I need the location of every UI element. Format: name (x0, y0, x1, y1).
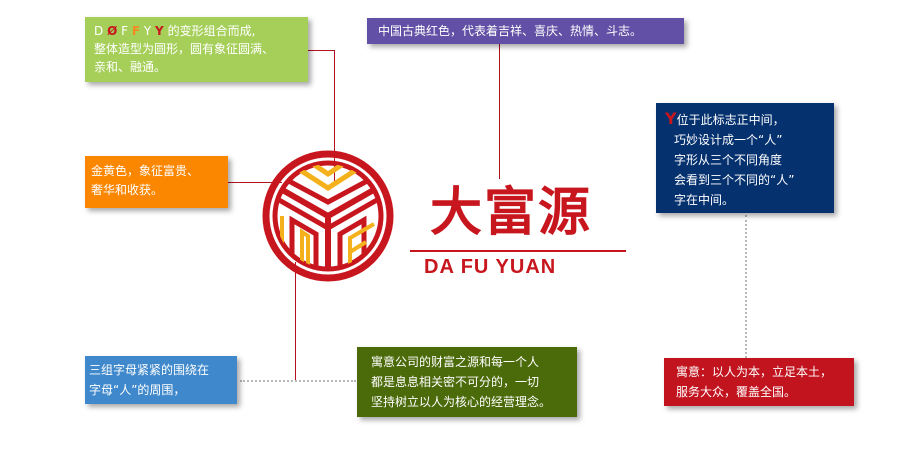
people-first-line-1: 寓意：以人为本，立足本土， (676, 365, 833, 379)
dotted-connector-bottom (240, 380, 356, 382)
brand-divider (410, 250, 626, 252)
letters-line: D Ø F F Y Y 的变形组合而成, (94, 24, 256, 38)
callout-red-meaning: 中国古典红色，代表着吉祥、喜庆、热情、斗志。 (367, 18, 684, 44)
person-line-2: 巧妙设计成一个“人” (674, 133, 783, 147)
emblem-icon (262, 150, 394, 282)
person-line-4: 会看到三个不同的“人” (674, 173, 795, 187)
connector-gold-h (228, 182, 282, 183)
wealth-line-2: 都是息息相关密不可分的，一切 (371, 375, 540, 389)
wealth-line-3: 坚持树立以人为核心的经营理念。 (371, 395, 552, 409)
callout-surround-meaning: 三组字母紧紧的围绕在 字母“人”的周围， (85, 356, 237, 404)
gold-meaning-line-2: 奢华和收获。 (91, 183, 164, 197)
letter-glyphs: D Ø F F Y Y (94, 24, 164, 38)
logo-emblem (262, 150, 394, 282)
letters-line-2: 整体造型为圆形，圆有象征圆满、 (94, 42, 275, 56)
wealth-line-1: 寓意公司的财富之源和每一个人 (371, 355, 540, 369)
connector-letters-v (334, 50, 335, 185)
person-line-1: Y位于此标志正中间， (665, 109, 785, 128)
callout-people-first: 寓意：以人为本，立足本土， 服务大众，覆盖全国。 (664, 358, 854, 406)
y-letter-icon: Y (665, 109, 677, 128)
connector-letters-h (308, 50, 334, 51)
person-line-5: 字在中间。 (674, 193, 735, 207)
callout-person-meaning: Y位于此标志正中间， 巧妙设计成一个“人” 字形从三个不同角度 会看到三个不同的… (656, 103, 834, 213)
brand-name-english: DA FU YUAN (424, 256, 557, 278)
callout-letters: D Ø F F Y Y 的变形组合而成, 整体造型为圆形，圆有象征圆满、 亲和、… (85, 17, 308, 82)
callout-wealth-meaning: 寓意公司的财富之源和每一个人 都是息息相关密不可分的，一切 坚持树立以人为核心的… (357, 347, 577, 417)
person-line-3: 字形从三个不同角度 (674, 153, 783, 167)
surround-line-2: 字母“人”的周围， (89, 383, 186, 397)
surround-line-1: 三组字母紧紧的围绕在 (89, 363, 210, 377)
people-first-line-2: 服务大众，覆盖全国。 (676, 385, 797, 399)
brand-name-chinese: 大富源 (430, 183, 593, 243)
callout-gold-meaning: 金黄色，象征富贵、 奢华和收获。 (85, 156, 228, 208)
letters-line-3: 亲和、融通。 (94, 60, 167, 74)
connector-red-v (499, 44, 500, 179)
gold-meaning-line-1: 金黄色，象征富贵、 (91, 164, 200, 178)
red-meaning-text: 中国古典红色，代表着吉祥、喜庆、热情、斗志。 (378, 24, 643, 38)
connector-surround-v (295, 262, 296, 380)
dotted-connector-right (745, 215, 747, 358)
